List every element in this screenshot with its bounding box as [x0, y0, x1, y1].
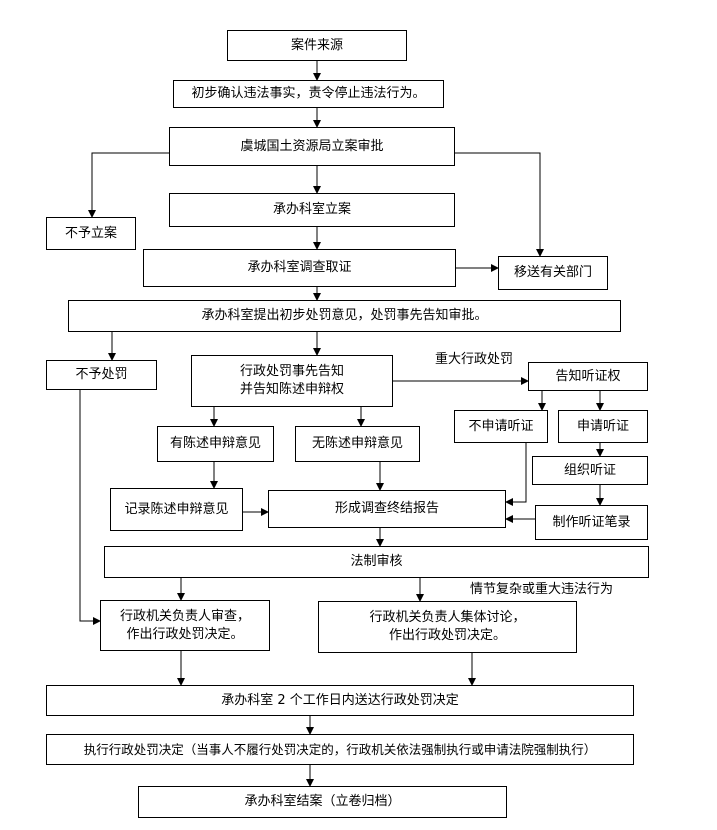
advance-notice-line-1: 行政处罚事先告知	[239, 364, 344, 379]
record-defense-box: 记录陈述申辩意见	[110, 488, 243, 531]
no-penalty-box: 不予处罚	[46, 360, 157, 390]
head-review-box: 行政机关负责人审查， 作出行政处罚决定。	[100, 600, 270, 651]
advance-notice-box: 行政处罚事先告知 并告知陈述申辩权	[191, 355, 393, 407]
no-filing-box: 不予立案	[46, 217, 136, 250]
major-penalty-label: 重大行政处罚	[435, 352, 514, 367]
collective-discussion-line-2: 作出行政处罚决定。	[388, 628, 506, 643]
execute-decision-box: 执行行政处罚决定（当事人不履行处罚决定的，行政机关依法强制执行或申请法院强制执行…	[46, 734, 634, 765]
edge-no-penalty-to-head-review	[79, 390, 101, 625]
apply-hearing-box: 申请听证	[558, 410, 648, 443]
advance-notice-line-2: 并告知陈述申辩权	[239, 382, 344, 397]
legal-review-box: 法制审核	[104, 546, 649, 578]
edge-approval-to-transfer	[455, 152, 544, 257]
bureau-approval-box: 虞城国土资源局立案审批	[169, 127, 455, 166]
dept-filing-box: 承办科室立案	[169, 193, 455, 227]
has-defense-box: 有陈述申辩意见	[157, 426, 274, 462]
edge-approval-to-no-filing	[88, 152, 169, 218]
preliminary-confirm-box: 初步确认违法事实，责令停止违法行为。	[173, 80, 444, 108]
final-report-box: 形成调查终结报告	[268, 490, 506, 528]
not-apply-hearing-box: 不申请听证	[454, 410, 548, 443]
hearing-right-notice-box: 告知听证权	[528, 362, 648, 391]
organize-hearing-box: 组织听证	[532, 456, 648, 485]
collective-discussion-box: 行政机关负责人集体讨论， 作出行政处罚决定。	[318, 601, 577, 653]
transfer-dept-box: 移送有关部门	[498, 256, 608, 290]
deliver-decision-box: 承办科室 2 个工作日内送达行政处罚决定	[46, 685, 634, 716]
collective-discussion-line-1: 行政机关负责人集体讨论，	[369, 610, 526, 625]
case-closed-box: 承办科室结案（立卷归档）	[138, 786, 507, 818]
dept-investigation-box: 承办科室调查取证	[143, 249, 456, 287]
edge-not-apply-to-report	[505, 443, 527, 506]
preliminary-opinion-box: 承办科室提出初步处罚意见，处罚事先告知审批。	[68, 300, 621, 332]
no-defense-box: 无陈述申辩意见	[295, 426, 420, 462]
complex-case-label: 情节复杂或重大违法行为	[470, 582, 614, 597]
hearing-transcript-box: 制作听证笔录	[535, 505, 648, 540]
head-review-line-2: 作出行政处罚决定。	[126, 626, 244, 642]
head-review-line-1: 行政机关负责人审查，	[119, 608, 250, 624]
case-source-box: 案件来源	[227, 30, 407, 61]
